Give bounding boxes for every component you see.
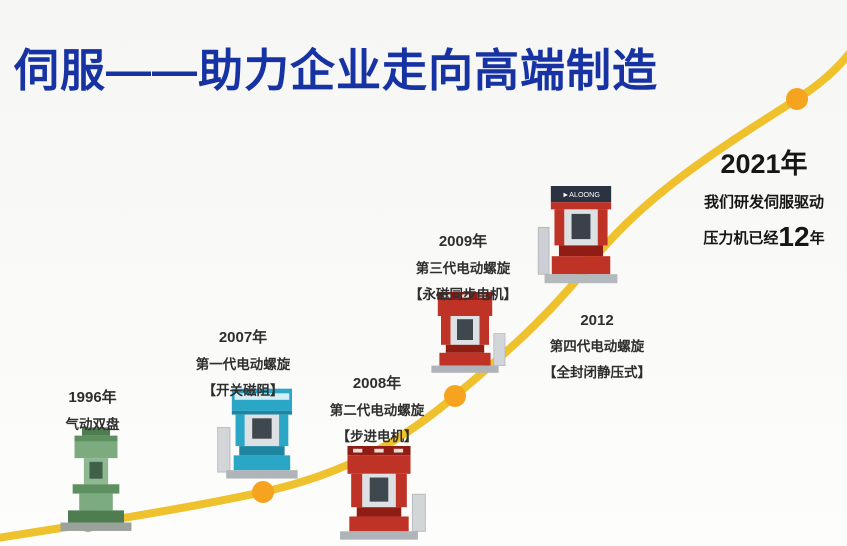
red-press-illustration [431, 292, 506, 373]
dark-red-press-illustration: ►ALOONG [537, 186, 618, 284]
cyan-press-illustration [217, 388, 298, 479]
milestone-name: 第三代电动螺旋 [415, 261, 511, 276]
machine-2009-press [419, 292, 511, 380]
milestone-year: 2007年 [218, 329, 268, 346]
milestone-name: 第一代电动螺旋 [195, 357, 291, 372]
finale-line2-prefix: 压力机已经 [703, 230, 779, 247]
milestone-2012: 2012 第四代电动螺旋 【全封闭静压式】 [526, 312, 668, 381]
milestone-2007: 2007年 第一代电动螺旋 【开关磁阻】 [178, 326, 308, 399]
finale-line2: 压力机已经12年 [688, 221, 840, 253]
finale-years-count: 12 [778, 221, 810, 252]
milestone-name: 第四代电动螺旋 [549, 339, 645, 354]
machine-1996-pneumatic-press [54, 424, 138, 538]
machine-2007-press [217, 388, 305, 482]
page-title: 伺服——助力企业走向高端制造 [14, 45, 659, 96]
milestone-detail: 【开关磁阻】 [202, 383, 284, 398]
green-press-illustration [60, 427, 132, 531]
timeline-marker-2008 [444, 385, 466, 407]
machine-brand-label: ►ALOONG [562, 190, 600, 199]
milestone-year: 2009年 [438, 233, 488, 250]
timeline-marker-2021 [786, 88, 808, 110]
timeline-marker-2007 [252, 481, 274, 503]
milestone-year: 1996年 [68, 389, 117, 406]
milestone-name: 第二代电动螺旋 [329, 403, 425, 418]
finale-line1: 我们研发伺服驱动 [703, 194, 824, 211]
machine-2008-press [331, 446, 427, 546]
milestone-2009: 2009年 第三代电动螺旋 【永磁同步电机】 [392, 230, 534, 303]
milestone-detail: 【步进电机】 [336, 429, 418, 444]
machine-2012-press: ►ALOONG [536, 186, 626, 294]
milestone-1996: 1996年 气动双盘 [40, 386, 145, 433]
finale-year: 2021年 [720, 149, 808, 179]
milestone-2021: 2021年 我们研发伺服驱动 压力机已经12年 [688, 142, 840, 253]
milestone-year: 2012 [580, 312, 614, 329]
milestone-detail: 【永磁同步电机】 [409, 287, 517, 302]
milestone-detail: 【全封闭静压式】 [543, 365, 651, 380]
milestone-2008: 2008年 第二代电动螺旋 【步进电机】 [312, 372, 442, 445]
finale-line2-suffix: 年 [809, 230, 825, 247]
red-press-illustration [340, 446, 426, 540]
milestone-year: 2008年 [352, 375, 402, 392]
milestone-name: 气动双盘 [65, 417, 120, 432]
